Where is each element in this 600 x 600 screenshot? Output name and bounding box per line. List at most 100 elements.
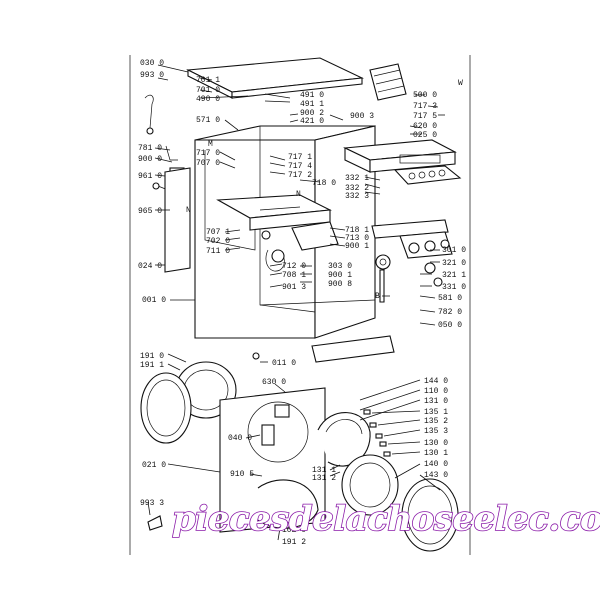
label-961-0: 961 0 — [138, 172, 162, 181]
label-140-0: 140 0 — [424, 460, 448, 469]
cabinet-body — [194, 125, 376, 339]
label-717-1: 717 1 — [288, 153, 312, 162]
label-135-3: 135 3 — [424, 427, 448, 436]
label-490-0: 490 0 — [196, 95, 220, 104]
label-191-1: 191 1 — [140, 361, 164, 370]
label-717-3: 717 3 — [413, 102, 437, 111]
label-993-3: 993 3 — [140, 499, 164, 508]
drain-hose — [261, 230, 285, 272]
label-707-1: 707 1 — [206, 228, 230, 237]
rear-panel — [164, 167, 191, 273]
watermark-text: piecesdelachoseelec.com — [172, 499, 600, 539]
label-w: W — [458, 79, 463, 88]
label-021-0: 021 0 — [142, 461, 166, 470]
label-191-0: 191 0 — [140, 352, 164, 361]
label-900-1: 900 1 — [345, 242, 369, 251]
label-712-0: 712 0 — [282, 262, 306, 271]
adjustable-foot — [252, 352, 260, 360]
label-191-2: 191 2 — [282, 538, 306, 547]
door-glass — [341, 454, 399, 516]
label-620-0: 620 0 — [413, 122, 437, 131]
front-fascia — [371, 219, 453, 259]
label-581-0: 581 0 — [438, 294, 462, 303]
label-321-1: 321 1 — [442, 271, 466, 280]
label-491-0: 491 0 — [300, 91, 324, 100]
label-144-0: 144 0 — [424, 377, 448, 386]
label-900-8: 900 8 — [328, 280, 352, 289]
label-m: M — [208, 140, 213, 149]
frame-border — [129, 55, 471, 555]
label-332-2: 332 2 — [345, 184, 369, 193]
label-900-0: 900 0 — [138, 155, 162, 164]
bracket-993-3 — [147, 515, 163, 531]
top-lid — [186, 57, 364, 99]
label-332-1: 332 1 — [345, 174, 369, 183]
label-711-0: 711 0 — [206, 247, 230, 256]
label-050-0: 050 0 — [438, 321, 462, 330]
label-630-0: 630 0 — [262, 378, 286, 387]
dispenser-drawer — [216, 194, 339, 251]
label-131-1: 131 1 — [312, 466, 336, 475]
plinth — [311, 335, 395, 363]
label-131-2: 131 2 — [312, 474, 336, 483]
label-025-0: 025 0 — [413, 131, 437, 140]
label-701-1: 701 1 — [196, 76, 220, 85]
hinge-parts — [363, 409, 391, 457]
label-702-0: 702 0 — [206, 237, 230, 246]
label-500-0: 500 0 — [413, 91, 437, 100]
label-701-0: 701 0 — [196, 86, 220, 95]
label-717-5: 717 5 — [413, 112, 437, 121]
label-110-0: 110 0 — [424, 387, 448, 396]
label-900-3: 900 3 — [350, 112, 374, 121]
control-panel-rear — [342, 139, 457, 173]
label-135-1: 135 1 — [424, 408, 448, 417]
label-b: B — [375, 292, 380, 301]
label-331-0: 331 0 — [442, 283, 466, 292]
label-130-0: 130 0 — [424, 439, 448, 448]
label-717-4: 717 4 — [288, 162, 312, 171]
label-707-0: 707 0 — [196, 159, 220, 168]
label-301-0: 301 0 — [442, 246, 466, 255]
label-993-0: 993 0 — [140, 71, 164, 80]
label-303-0: 303 0 — [328, 262, 352, 271]
program-knob — [375, 254, 443, 287]
electronic-module — [369, 63, 407, 101]
label-102-0: 102 0 — [282, 526, 306, 535]
light-pipe — [379, 269, 385, 303]
door-seal — [317, 412, 371, 467]
label-901-3: 901 3 — [282, 283, 306, 292]
label-718-0: 718 0 — [312, 179, 336, 188]
label-717-0: 717 0 — [196, 149, 220, 158]
label-965-0: 965 0 — [138, 207, 162, 216]
label-421-0: 421 0 — [300, 117, 324, 126]
label-131-0: 131 0 — [424, 397, 448, 406]
label-130-1: 130 1 — [424, 449, 448, 458]
label-782-0: 782 0 — [438, 308, 462, 317]
label-n-2: N — [186, 206, 191, 215]
control-board — [393, 165, 462, 185]
label-708-1: 708 1 — [282, 271, 306, 280]
label-910-5: 910 5 — [230, 470, 254, 479]
label-332-3: 332 3 — [345, 192, 369, 201]
label-781-0: 781 0 — [138, 144, 162, 153]
label-900-1b: 900 1 — [328, 271, 352, 280]
label-001-0: 001 0 — [142, 296, 166, 305]
label-900-2: 900 2 — [300, 109, 324, 118]
label-143-0: 143 0 — [424, 471, 448, 480]
label-030-0: 030 0 — [140, 59, 164, 68]
label-040-0: 040 0 — [228, 434, 252, 443]
label-024-0: 024 0 — [138, 262, 162, 271]
door-outer — [401, 478, 459, 552]
part-labels: 030 0 993 0 701 1 701 0 490 0 491 0 491 … — [138, 59, 466, 547]
leader-lines — [147, 64, 445, 541]
label-571-0: 571 0 — [196, 116, 220, 125]
label-011-0: 011 0 — [272, 359, 296, 368]
label-135-2: 135 2 — [424, 417, 448, 426]
label-713-0: 713 0 — [345, 234, 369, 243]
label-321-0: 321 0 — [442, 259, 466, 268]
label-n-1: N — [296, 190, 301, 199]
label-718-1: 718 1 — [345, 226, 369, 235]
label-717-2: 717 2 — [288, 171, 312, 180]
label-491-1: 491 1 — [300, 100, 324, 109]
